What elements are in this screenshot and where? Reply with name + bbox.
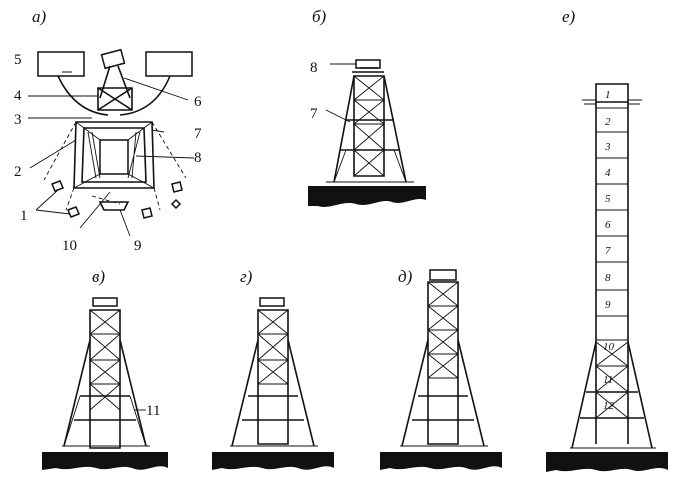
legs-b xyxy=(333,75,407,183)
mast-g xyxy=(257,309,289,445)
anchors xyxy=(51,180,183,219)
legs-g xyxy=(231,339,315,447)
inner-core xyxy=(99,139,129,175)
section-1: 1 xyxy=(605,89,611,101)
callout-b-8: 8 xyxy=(310,60,318,76)
section-12: 12 xyxy=(603,400,615,412)
cap-g xyxy=(259,297,285,307)
panel-label-e: е) xyxy=(562,7,576,26)
seabed-d xyxy=(380,452,502,470)
callout-10: 10 xyxy=(62,238,77,254)
mast-v xyxy=(89,309,121,449)
cap-e xyxy=(595,83,629,103)
legs-d xyxy=(401,339,485,447)
callout-1: 1 xyxy=(20,208,28,224)
leader-lines xyxy=(28,71,195,237)
seabed-g xyxy=(212,452,334,470)
callout-7: 7 xyxy=(194,126,202,142)
callout-v-11: 11 xyxy=(146,403,160,419)
section-3: 3 xyxy=(604,141,611,153)
callout-b-7: 7 xyxy=(310,106,318,122)
panel-label-d: д) xyxy=(398,267,413,286)
cap-b xyxy=(355,59,381,69)
cap-d xyxy=(429,269,457,281)
seabed-b xyxy=(308,186,426,207)
arc-left xyxy=(57,75,109,116)
column-e xyxy=(595,102,629,444)
panel-g: г) xyxy=(212,267,334,470)
mast-d xyxy=(427,281,459,445)
legs-v xyxy=(63,339,147,447)
mast-b xyxy=(353,75,385,177)
crane-box-5 xyxy=(37,51,85,77)
callout-6: 6 xyxy=(194,94,202,110)
callout-3: 3 xyxy=(14,112,22,128)
panel-label-b: б) xyxy=(312,7,327,26)
leaders-b xyxy=(325,63,356,123)
callout-9: 9 xyxy=(134,238,142,254)
panel-v: в) 11 xyxy=(42,267,168,470)
seabed-e xyxy=(546,452,668,472)
arc-right xyxy=(119,75,171,116)
panel-label-g: г) xyxy=(240,267,253,286)
panel-label-v: в) xyxy=(92,267,105,286)
panel-label-a: а) xyxy=(32,7,47,26)
legs-e xyxy=(571,341,653,449)
cap-v xyxy=(92,297,118,307)
section-5: 5 xyxy=(605,193,611,205)
crane-box-6 xyxy=(145,51,193,77)
section-6: 6 xyxy=(605,219,611,231)
section-7: 7 xyxy=(605,245,611,257)
section-4: 4 xyxy=(605,167,611,179)
panel-d: д) xyxy=(380,267,502,470)
section-10: 10 xyxy=(603,341,615,353)
panel-e: е) 1 2 3 4 5 6 7 8 9 10 11 12 xyxy=(546,7,668,472)
winch-frame xyxy=(97,87,133,111)
callout-4: 4 xyxy=(14,88,22,104)
section-2: 2 xyxy=(605,116,611,128)
panel-a: а) 5 4 3 2 1 10 9 6 7 8 xyxy=(14,7,202,254)
callout-5: 5 xyxy=(14,52,22,68)
seabed-v xyxy=(42,452,168,470)
callout-8: 8 xyxy=(194,150,202,166)
panel-b: б) 8 7 xyxy=(308,7,426,207)
top-device xyxy=(100,48,126,70)
section-8: 8 xyxy=(605,272,611,284)
section-11: 11 xyxy=(603,374,613,386)
section-9: 9 xyxy=(605,299,611,311)
pontoon-9 xyxy=(98,201,130,211)
callout-2: 2 xyxy=(14,164,22,180)
